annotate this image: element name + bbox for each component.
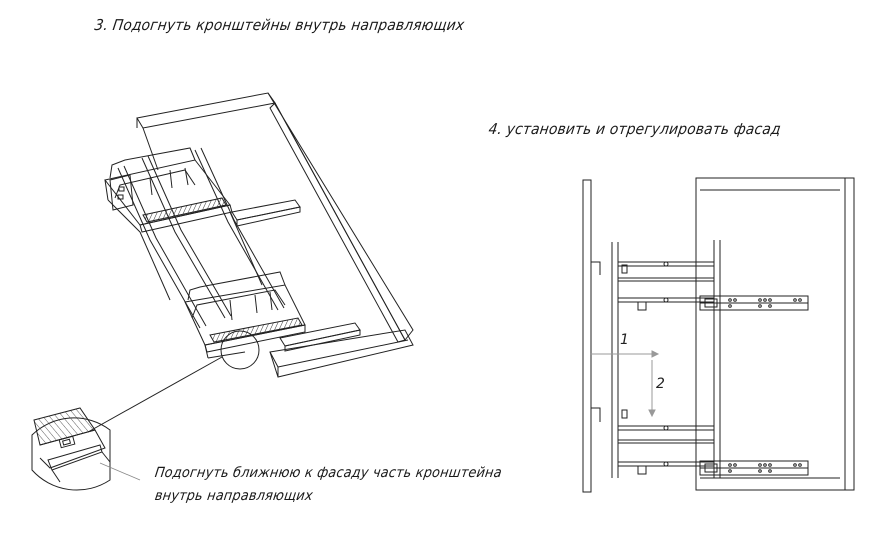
arrow-2-label: 2 xyxy=(656,376,665,392)
isometric-cabinet xyxy=(137,93,413,377)
basket-frame xyxy=(105,148,305,358)
lower-runner-holes xyxy=(729,464,802,473)
detail-marker-circle xyxy=(221,331,259,369)
arrow-2-head xyxy=(649,410,655,416)
adjustment-arrows xyxy=(590,351,658,416)
arrow-1-label: 1 xyxy=(620,332,629,348)
detail-leader-line xyxy=(88,357,222,432)
facade-panel xyxy=(583,180,600,492)
cabinet-section xyxy=(696,178,854,490)
arrow-1-head xyxy=(652,351,658,357)
callout-leader-line xyxy=(100,463,140,480)
upper-runner-holes xyxy=(729,299,802,308)
basket-section xyxy=(612,240,720,478)
detail-magnified-view xyxy=(32,408,110,490)
